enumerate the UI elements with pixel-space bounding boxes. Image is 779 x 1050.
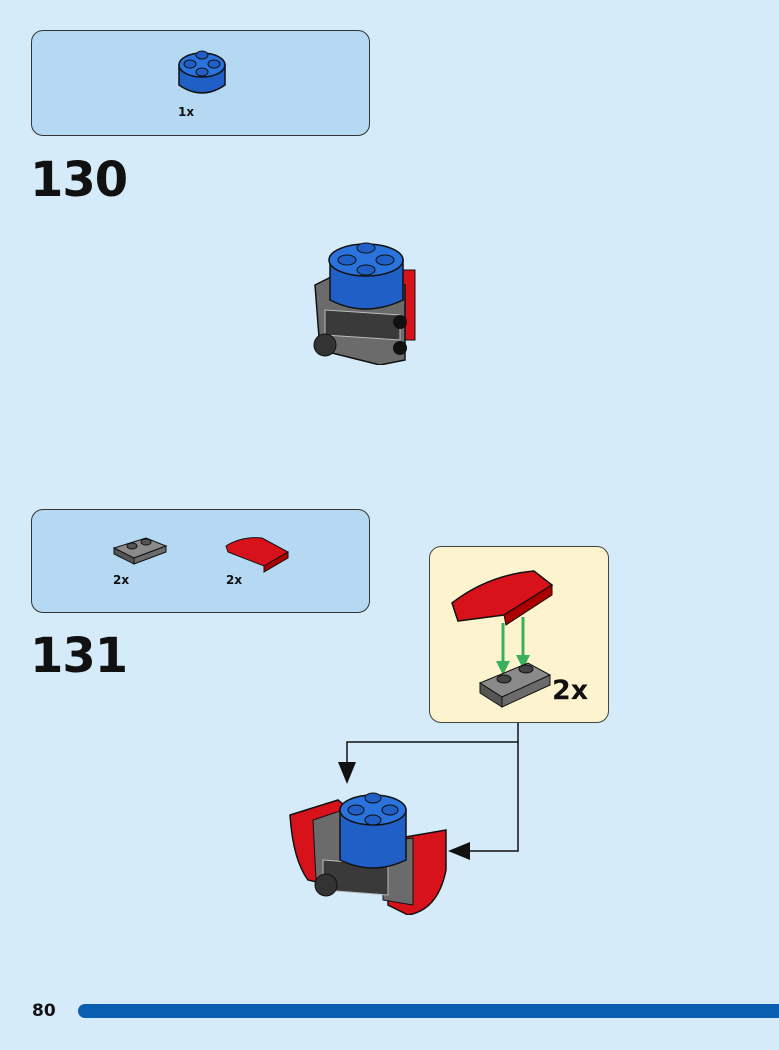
subassembly-callout: 2x [429, 546, 609, 723]
step-number-131: 131 [30, 628, 128, 684]
parts-list-step-130: 1x [31, 30, 370, 136]
part-quantity: 2x [113, 573, 130, 587]
subassembly-quantity: 2x [552, 675, 589, 706]
grey-plate-icon [112, 537, 168, 565]
step-number-130: 130 [30, 152, 128, 208]
blue-round-brick-icon [178, 50, 226, 94]
parts-list-step-131: 2x 2x [31, 509, 370, 613]
page-number: 80 [32, 1001, 56, 1021]
model-step-130-illustration [313, 242, 416, 365]
red-curved-slope-icon [225, 537, 290, 573]
page-footer-bar [78, 1004, 779, 1018]
part-quantity: 1x [178, 105, 195, 119]
subassembly-illustration [451, 570, 554, 708]
part-quantity: 2x [226, 573, 243, 587]
model-step-131-illustration [289, 792, 447, 915]
placement-arrows [338, 723, 519, 860]
